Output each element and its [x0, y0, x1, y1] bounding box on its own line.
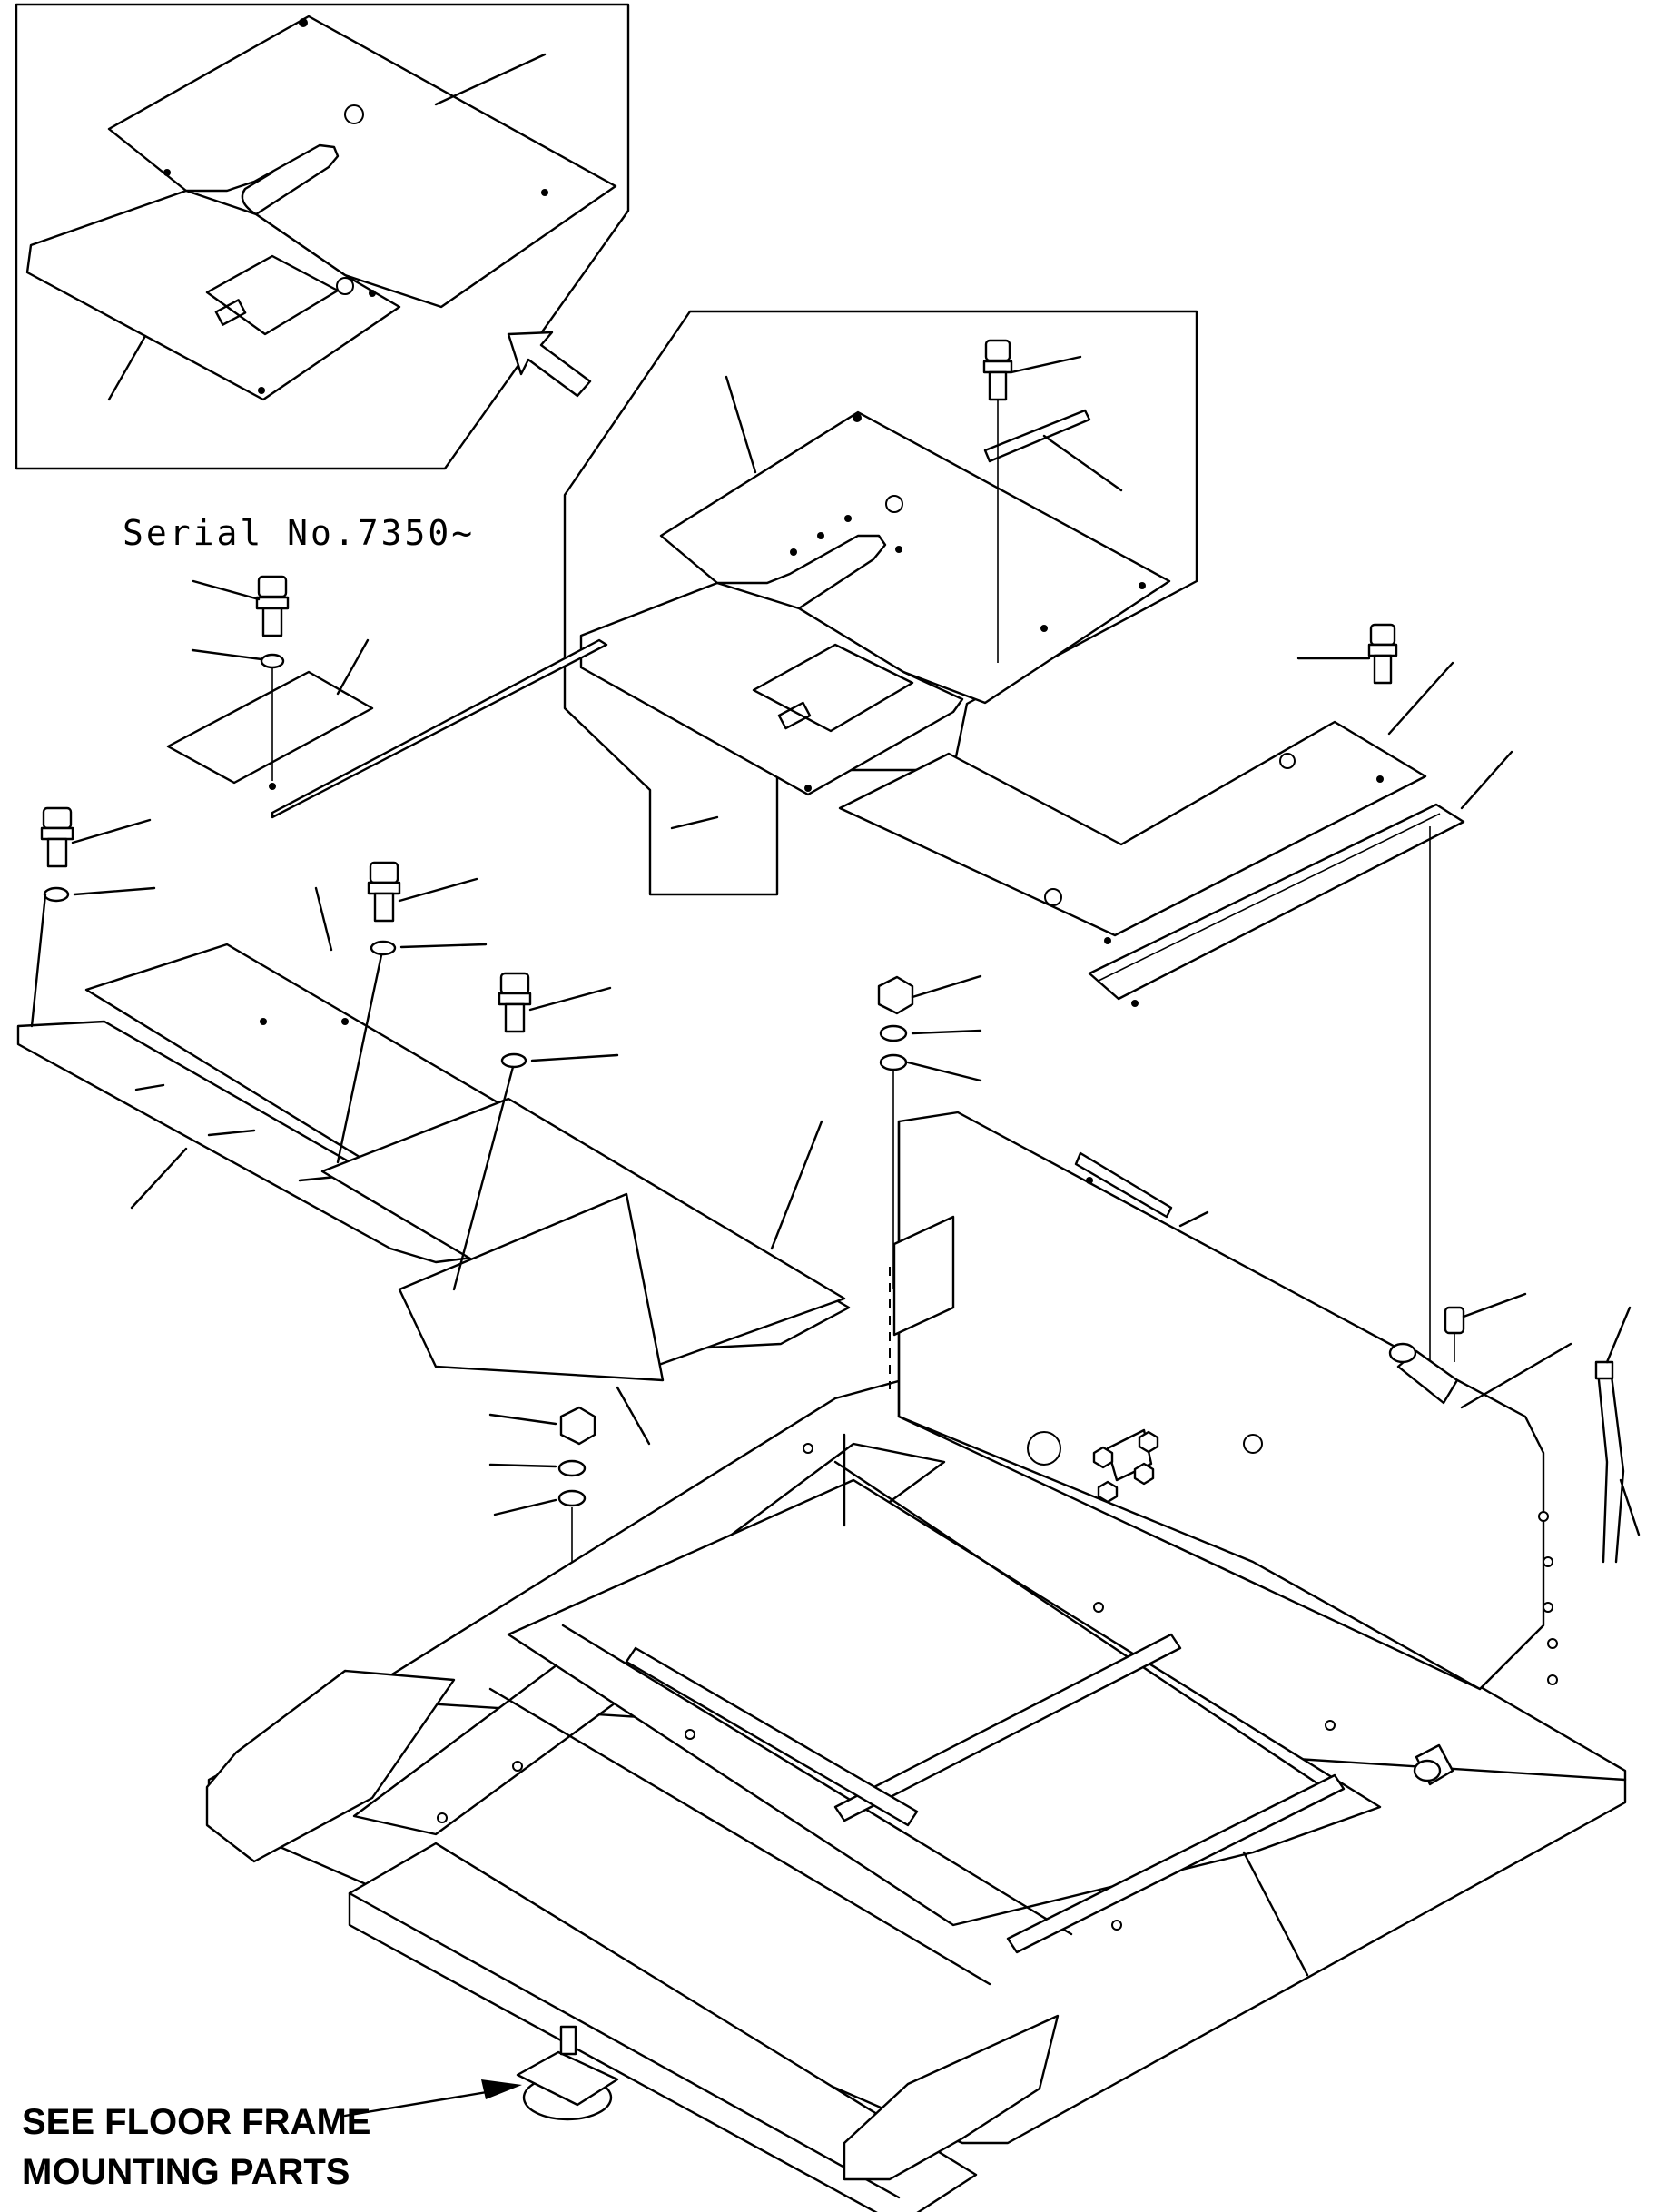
note-line-2: MOUNTING PARTS — [22, 2152, 350, 2192]
serial-cover-plate — [166, 575, 608, 819]
left-floor-plates — [16, 806, 851, 1446]
isolator-mount — [516, 2025, 619, 2121]
top-plate-assembly — [563, 310, 1198, 896]
right-plates — [838, 623, 1513, 1887]
arrow-right-icon — [481, 2079, 522, 2099]
note-line-1: SEE FLOOR FRAME — [22, 2102, 370, 2142]
arrow-up-left-icon — [507, 331, 592, 398]
serial-number-label: Serial No.7350~ — [123, 513, 475, 553]
inset-detail-view — [15, 3, 630, 470]
floor-frame — [205, 1111, 1641, 2212]
bolt — [982, 339, 1013, 401]
